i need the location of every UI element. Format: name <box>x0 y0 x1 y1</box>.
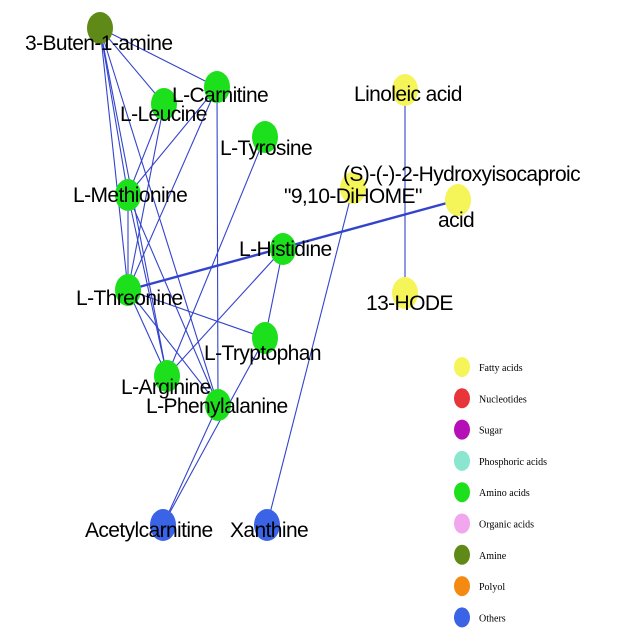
edge-phenylalanine-acetyl <box>162 404 219 526</box>
edges-layer <box>99 27 459 526</box>
node-label-phenylalanine: L-Phenylalanine <box>146 395 288 418</box>
legend-label-polyol: Polyol <box>479 582 505 593</box>
edge-carnitine-methionine <box>127 86 218 196</box>
node-label-threonine: L-Threonine <box>76 287 183 310</box>
legend-label-fatty-acids: Fatty acids <box>479 363 523 374</box>
edge-buten-threonine <box>99 27 129 291</box>
legend-label-organic-acids: Organic acids <box>479 520 534 531</box>
node-tyrosine[interactable] <box>252 121 278 153</box>
labels-layer: 3-Buten-1-amineL-CarnitineL-LeucineL-Tyr… <box>25 32 581 542</box>
node-label-arginine: L-Arginine <box>121 376 211 399</box>
edge-tyrosine-arginine <box>166 136 266 377</box>
edge-buten-methionine <box>99 27 129 196</box>
edge-dihome-xanthine <box>266 187 354 526</box>
node-histidine[interactable] <box>270 233 296 265</box>
legend-swatch-polyol <box>454 576 470 597</box>
legend-swatch-amine <box>454 544 470 565</box>
legend-swatch-phosphoric-acids <box>454 450 470 471</box>
node-phenylalanine[interactable] <box>205 389 231 421</box>
node-label-tryptophan: L-Tryptophan <box>204 342 321 365</box>
node-label-acetyl: Acetylcarnitine <box>85 519 213 542</box>
node-leucine[interactable] <box>151 88 177 120</box>
legend-label-phosphoric-acids: Phosphoric acids <box>479 457 547 468</box>
legend-swatch-sugar <box>454 419 470 440</box>
node-label-hydroxy-line2: acid <box>438 209 474 232</box>
node-label-methionine: L-Methionine <box>73 184 187 207</box>
edge-tryptophan-acetyl <box>162 337 266 526</box>
node-xanthine[interactable] <box>254 509 280 541</box>
legend-label-amine: Amine <box>479 551 507 562</box>
edge-buten-carnitine <box>99 27 218 88</box>
edge-leucine-threonine <box>127 103 165 291</box>
node-tryptophan[interactable] <box>252 322 278 354</box>
legend-swatch-amino-acids <box>454 482 470 503</box>
node-methionine[interactable] <box>115 179 141 211</box>
node-label-linoleic: Linoleic acid <box>354 83 462 106</box>
node-label-hode: 13-HODE <box>366 292 453 315</box>
legend-swatch-fatty-acids <box>454 357 470 377</box>
nodes-layer <box>87 12 471 541</box>
node-label-xanthine: Xanthine <box>230 519 308 542</box>
legend-swatch-others <box>454 607 470 628</box>
node-arginine[interactable] <box>154 360 180 392</box>
legend-label-nucleotides: Nucleotides <box>479 394 527 405</box>
node-dihome[interactable] <box>340 172 366 204</box>
node-threonine[interactable] <box>115 274 141 306</box>
node-hydroxy[interactable] <box>445 184 471 216</box>
node-label-dihome: "9,10-DiHOME" <box>284 185 422 208</box>
node-label-leucine: L-Leucine <box>120 103 207 126</box>
node-label-hydroxy-line1: (S)-(-)-2-Hydroxyisocaproic <box>343 163 580 186</box>
edge-threonine-phenylalanine <box>127 289 219 406</box>
node-label-histidine: L-Histidine <box>239 238 332 261</box>
legend-swatch-nucleotides <box>454 388 470 409</box>
edge-buten-leucine <box>99 27 165 105</box>
edge-carnitine-phenylalanine <box>216 86 219 406</box>
legend-label-amino-acids: Amino acids <box>479 488 530 499</box>
node-label-carnitine: L-Carnitine <box>172 84 268 107</box>
edge-histidine-arginine <box>166 248 284 377</box>
legend-swatch-organic-acids <box>454 513 470 534</box>
edge-threonine-arginine <box>127 289 168 377</box>
legend-label-sugar: Sugar <box>479 426 503 437</box>
edge-threonine-tryptophan <box>127 289 266 339</box>
node-buten[interactable] <box>87 12 113 44</box>
node-acetyl[interactable] <box>150 509 176 541</box>
node-linoleic[interactable] <box>392 74 418 106</box>
node-label-tyrosine: L-Tyrosine <box>220 137 312 160</box>
edge-carnitine-threonine <box>127 86 218 291</box>
edge-leucine-methionine <box>127 103 165 196</box>
node-label-buten: 3-Buten-1-amine <box>25 32 172 55</box>
edge-methionine-phenylalanine <box>127 194 219 406</box>
legend-label-others: Others <box>479 613 506 624</box>
node-carnitine[interactable] <box>204 71 230 103</box>
node-hode[interactable] <box>392 277 418 309</box>
